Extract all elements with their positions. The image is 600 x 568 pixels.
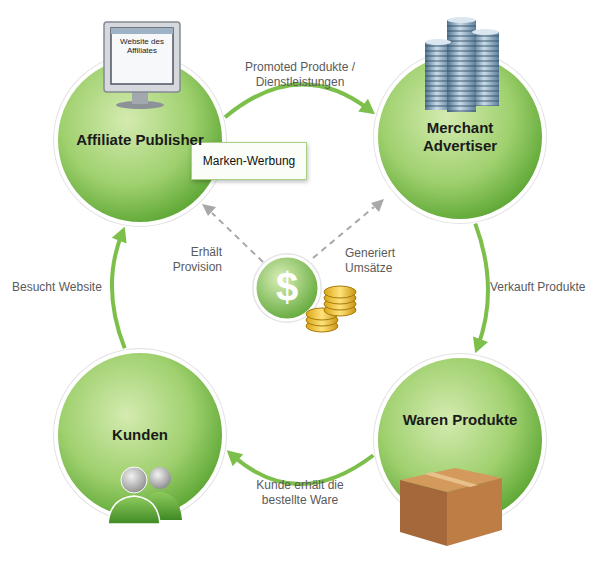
products-circle: Waren Produkte (372, 352, 548, 528)
box-icon (447, 478, 502, 546)
node-text: Waren Produkte (395, 411, 525, 429)
flow-label: Erhält Provision (160, 245, 222, 275)
merchant-circle: Merchant Advertiser (372, 49, 548, 225)
flow-arrow (473, 224, 488, 354)
flow-line (225, 84, 369, 117)
money-icon (306, 286, 356, 332)
box-icon (400, 480, 447, 546)
dashed-arrow (202, 204, 216, 216)
monitor-icon (111, 28, 173, 84)
edge-label: Kunde erhält die bestellte Ware (245, 478, 355, 508)
monitor-icon (132, 91, 148, 104)
dashed-arrow (371, 199, 384, 212)
ad-box: Marken-Werbung (191, 142, 307, 180)
flow-line (112, 234, 125, 348)
box-icon (400, 468, 502, 546)
box-icon (424, 472, 478, 487)
people-icon (121, 467, 147, 493)
node-text: Merchant Advertiser (395, 119, 525, 155)
edge-label: Besucht Website (12, 280, 112, 295)
building-icon (425, 17, 499, 112)
building-icon (472, 32, 499, 106)
flow-label: Generiert Umsätze (345, 246, 410, 276)
building-icon (472, 32, 499, 106)
edge-label: Verkauft Produkte (490, 280, 596, 295)
flow-line (475, 224, 488, 346)
customers-circle: Kunden (52, 347, 228, 523)
arrow-head (358, 99, 375, 114)
people-icon (149, 467, 171, 489)
building-icon (447, 17, 476, 23)
flow-arrow (225, 84, 375, 117)
building-icon (472, 29, 499, 35)
arrow-head (473, 336, 488, 353)
screen-text: Website des Affiliates (117, 37, 167, 55)
node-text: Affiliate Publisher (75, 131, 205, 149)
building-icon (447, 20, 476, 112)
money-icon (324, 286, 356, 298)
arrow-head (112, 227, 127, 244)
monitor-icon (104, 22, 180, 92)
circle-shape (372, 352, 548, 528)
node-text: Marken-Werbung (203, 152, 295, 170)
publisher-circle: Affiliate Publisher (52, 52, 228, 228)
building-icon (425, 39, 451, 45)
edge-label: Promoted Produkte / Dienstleistungen (215, 60, 385, 90)
node-text: Kunden (75, 426, 205, 444)
building-icon (447, 20, 476, 112)
flow-arrow (112, 227, 127, 349)
monitor-icon (111, 28, 173, 34)
dollar-sign: $ (267, 264, 307, 310)
money-icon (252, 253, 356, 332)
arrow-head (227, 450, 244, 466)
